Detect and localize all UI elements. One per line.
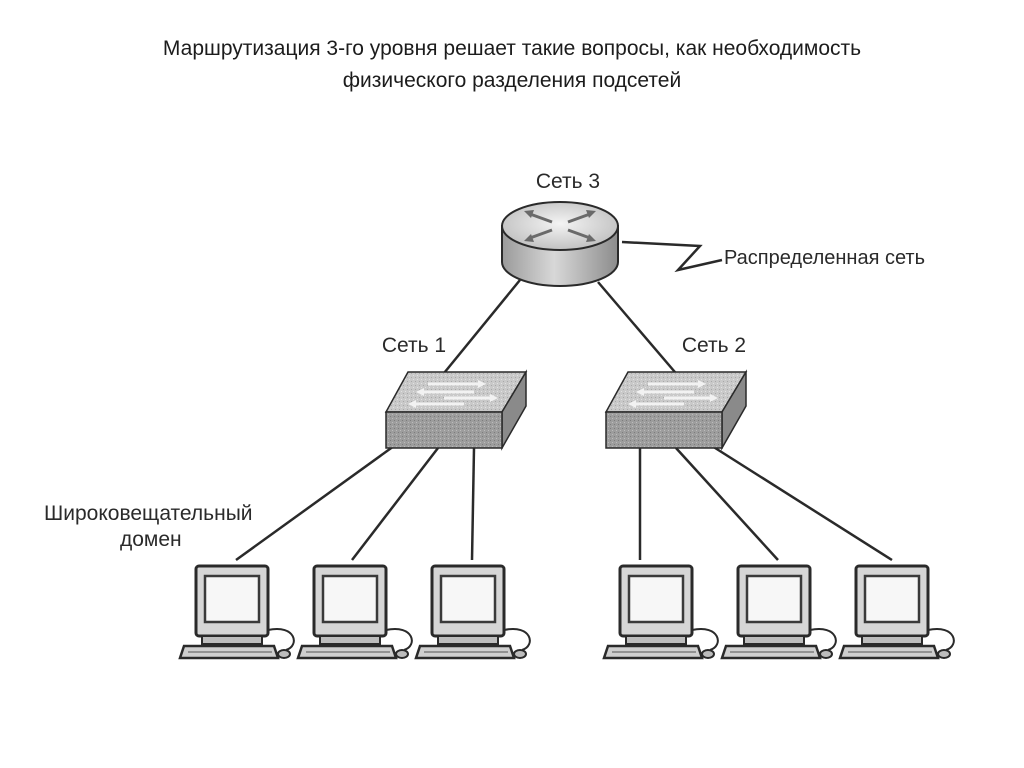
router-label: Сеть 3 [536,170,600,193]
link-switch1-pc3 [470,447,476,561]
computer-icon [296,564,414,660]
link-router-switch2 [597,281,681,379]
switch-2-icon [604,370,748,450]
link-switch2-pc6 [711,444,893,562]
broadcast-domain-label-line-2: домен [120,528,182,551]
switch-links [235,444,893,562]
wan-link [621,240,723,273]
link-switch1-pc1 [235,444,395,562]
switch-1-icon [384,370,528,450]
slide-title-line-2: физического разделения подсетей [342,69,682,92]
switch-2-label: Сеть 2 [682,334,746,357]
broadcast-domain-label-line-1: Широковещательный [44,502,253,525]
switch-1-label: Сеть 1 [382,334,446,357]
link-switch1-pc2 [351,447,439,561]
router-links [439,279,681,379]
wan-label: Распределенная сеть [724,247,925,269]
slide-title: Маршрутизация 3-го уровня решает такие в… [0,33,1024,97]
computer-icon [602,564,720,660]
slide-title-line-1: Маршрутизация 3-го уровня решает такие в… [162,37,862,60]
computer-icon [720,564,838,660]
computer-icon [838,564,956,660]
link-switch2-pc5 [675,447,779,561]
link-router-switch1 [439,279,521,379]
computer-icon [178,564,296,660]
computer-icon [414,564,532,660]
router-icon [501,201,619,287]
